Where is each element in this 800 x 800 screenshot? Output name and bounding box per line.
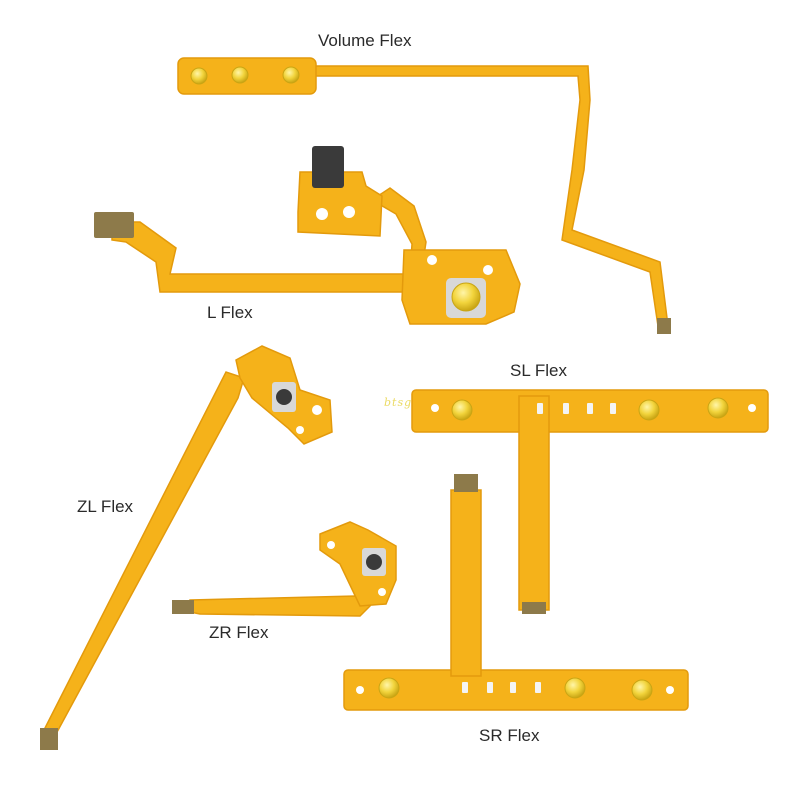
sr-led [510, 682, 516, 693]
sl-flex-tail [518, 395, 550, 611]
l-flex-label: L Flex [207, 303, 253, 322]
zr-flex-cable [172, 521, 397, 617]
sr-button-1 [378, 677, 400, 699]
sl-flex-connector [522, 602, 546, 614]
zr-switch-button [366, 554, 382, 570]
sr-led [535, 682, 541, 693]
sr-led [487, 682, 493, 693]
l-flex-cable [94, 146, 521, 325]
volume-flex-connector [657, 318, 671, 334]
sl-button-3 [707, 397, 729, 419]
zl-flex-label: ZL Flex [77, 497, 134, 516]
volume-flex-label: Volume Flex [318, 31, 412, 50]
volume-button-3 [282, 66, 300, 84]
l-flex-connector [94, 212, 134, 238]
sr-button-3 [631, 679, 653, 701]
zl-flex-cable [40, 345, 333, 750]
mounting-hole [343, 206, 355, 218]
zl-flex-connector [40, 728, 58, 750]
zl-flex-ribbon [42, 371, 245, 735]
mounting-hole [312, 405, 322, 415]
mounting-hole [666, 686, 674, 694]
sr-flex-label: SR Flex [479, 726, 540, 745]
mounting-hole [327, 541, 335, 549]
sl-led [563, 403, 569, 414]
sl-led [537, 403, 543, 414]
sl-button-1 [451, 399, 473, 421]
sr-flex-connector [454, 474, 478, 492]
zr-flex-ribbon [189, 595, 372, 617]
zr-flex-board [319, 521, 397, 607]
zl-switch-button [276, 389, 292, 405]
l-flex-side-switch [312, 146, 344, 188]
mounting-hole [378, 588, 386, 596]
sl-button-2 [638, 399, 660, 421]
sl-led [587, 403, 593, 414]
sr-led [462, 682, 468, 693]
sl-flex-cable [411, 389, 769, 614]
l-flex-button [451, 282, 481, 312]
watermark: btsg [384, 396, 413, 409]
sl-led [610, 403, 616, 414]
zr-flex-connector [172, 600, 194, 614]
mounting-hole [316, 208, 328, 220]
volume-flex-cable [177, 57, 671, 334]
sr-flex-tail [450, 489, 482, 677]
mounting-hole [296, 426, 304, 434]
sr-button-2 [564, 677, 586, 699]
sr-flex-cable [343, 474, 689, 711]
l-flex-ribbon [111, 187, 427, 293]
mounting-hole [356, 686, 364, 694]
mounting-hole [748, 404, 756, 412]
mounting-hole [431, 404, 439, 412]
zr-flex-label: ZR Flex [209, 623, 269, 642]
sl-flex-label: SL Flex [510, 361, 568, 380]
volume-button-1 [190, 67, 208, 85]
mounting-hole [427, 255, 437, 265]
volume-button-2 [231, 66, 249, 84]
mounting-hole [483, 265, 493, 275]
